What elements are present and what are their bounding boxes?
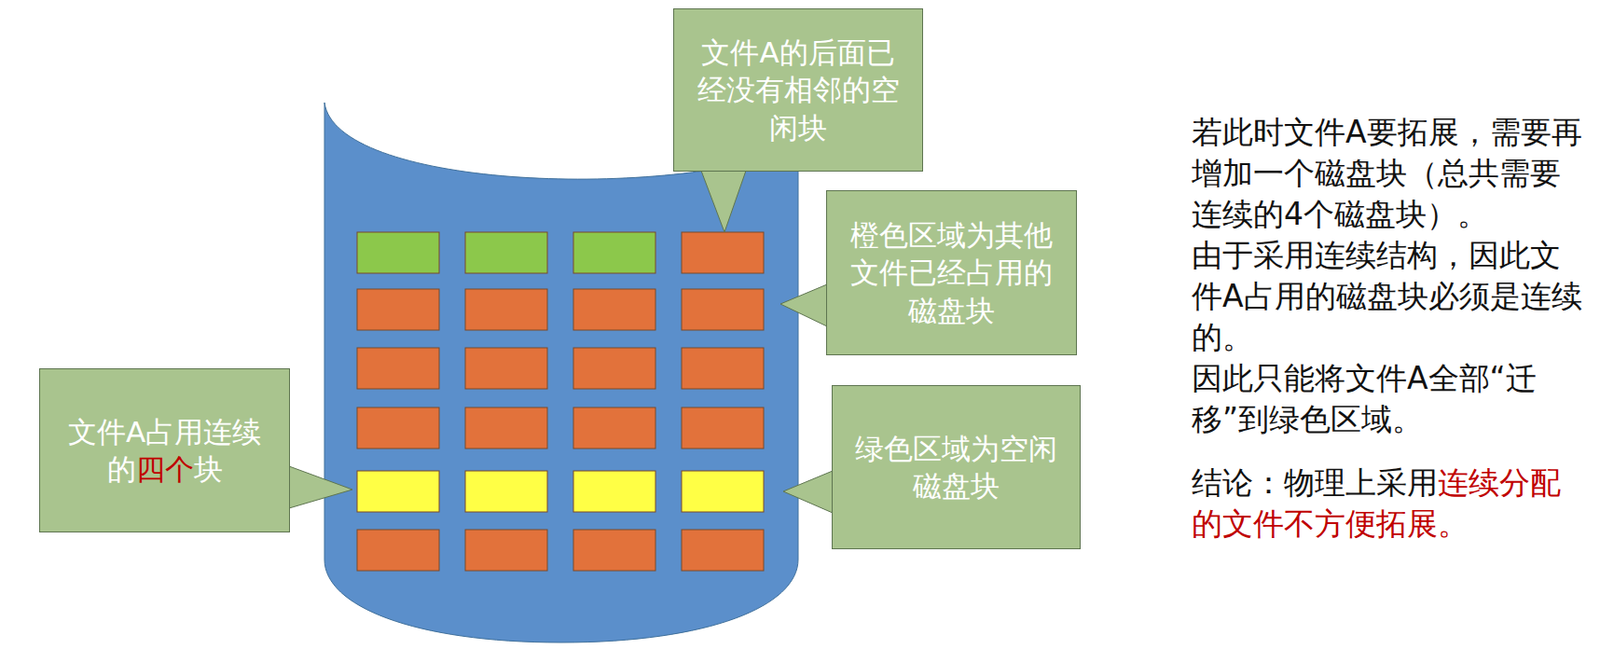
disk-block	[573, 289, 656, 331]
disk-block	[681, 347, 764, 389]
disk-block	[357, 232, 440, 274]
disk-block	[357, 529, 440, 571]
disk-block	[681, 470, 764, 512]
disk-block	[465, 407, 548, 449]
disk-block	[465, 470, 548, 512]
disk-block	[357, 289, 440, 331]
callout-pointer	[780, 284, 828, 327]
note-text: 若此时文件A要拓展，需要再增加一个磁盘块（总共需要连续的4个磁盘块）。	[1191, 111, 1587, 235]
disk-block	[465, 347, 548, 389]
callout-box: 文件A的后面已经没有相邻的空闲块	[673, 8, 924, 172]
callout-box: 文件A占用连续的四个块	[39, 368, 290, 533]
callout-box: 绿色区域为空闲磁盘块	[831, 385, 1081, 550]
callout-text: 块	[193, 452, 223, 486]
disk-block	[357, 347, 440, 389]
callout-text: 四个	[136, 452, 194, 486]
note-text: 由于采用连续结构，因此文件A占用的磁盘块必须是连续的。	[1191, 234, 1587, 359]
callout-pointer	[289, 466, 353, 509]
disk-block	[681, 529, 764, 571]
disk-block	[681, 289, 764, 331]
note-text: 结论：物理上采用	[1191, 464, 1438, 501]
disk-block	[573, 470, 656, 512]
disk-block	[573, 529, 656, 571]
disk-block	[465, 529, 548, 571]
disk-block	[465, 232, 548, 274]
disk-cylinder	[324, 102, 799, 643]
callout-text: 绿色区域为空闲磁盘块	[855, 431, 1058, 503]
disk-block	[573, 232, 656, 274]
disk-block	[357, 407, 440, 449]
explanation-text: 若此时文件A要拓展，需要再增加一个磁盘块（总共需要连续的4个磁盘块）。由于采用连…	[1191, 111, 1587, 545]
disk-block	[681, 407, 764, 449]
disk-block	[465, 289, 548, 331]
callout-pointer	[701, 170, 746, 233]
disk-block	[681, 232, 764, 274]
callout-pointer	[783, 470, 833, 513]
disk-block	[357, 470, 440, 512]
disk-block	[573, 407, 656, 449]
callout-box: 橙色区域为其他文件已经占用的磁盘块	[826, 190, 1077, 356]
note-text: 因此只能将文件A全部“迁移”到绿色区域。	[1191, 358, 1587, 441]
disk-block	[573, 347, 656, 389]
callout-text: 橙色区域为其他文件已经占用的磁盘块	[850, 218, 1053, 328]
callout-text: 文件A的后面已经没有相邻的空闲块	[697, 35, 900, 145]
